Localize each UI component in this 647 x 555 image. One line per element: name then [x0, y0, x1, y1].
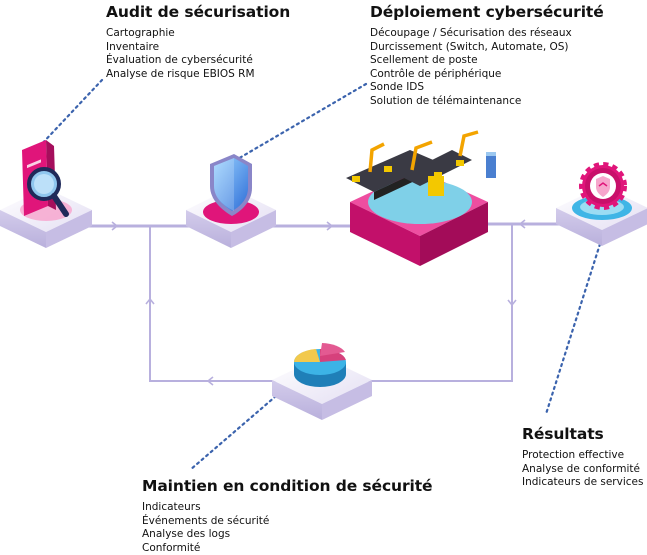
list-item: Contrôle de périphérique [370, 67, 502, 80]
arrow-right-icon [111, 221, 119, 231]
list-item: Indicateurs [142, 501, 201, 513]
list-item: Analyse de risque EBIOS RM [106, 67, 255, 80]
section-deploiement: Déploiement cybersécurité Découpage / Sé… [370, 3, 604, 109]
arrow-left-icon [206, 376, 214, 386]
platform-side [272, 380, 322, 420]
platform-side [602, 208, 647, 246]
leader-maintien [188, 394, 278, 472]
arrow-up-icon [145, 297, 155, 305]
section-list: Cartographie Inventaire Évaluation de cy… [106, 27, 290, 81]
list-item: Évaluation de cybersécurité [106, 54, 253, 67]
arrows [111, 219, 526, 386]
node-audit [0, 140, 92, 248]
node-deploiement [186, 154, 276, 248]
leader-deploiement [234, 82, 368, 162]
section-maintien: Maintien en condition de sécurité Indica… [142, 477, 433, 555]
platform-side [46, 210, 92, 248]
platform-side [231, 210, 276, 248]
leader-resultats [544, 242, 602, 416]
section-title: Déploiement cybersécurité [370, 3, 604, 21]
section-title: Maintien en condition de sécurité [142, 477, 433, 495]
list-item: Scellement de poste [370, 54, 478, 67]
connector-loop-right [362, 224, 513, 382]
magnifier-document-icon [22, 140, 69, 217]
connectors [88, 222, 566, 382]
list-item: Analyse des logs [142, 528, 231, 541]
list-item: Cartographie [106, 27, 175, 39]
arrow-down-icon [507, 299, 517, 307]
list-item: Indicateurs de services [522, 476, 644, 489]
connector-loop-left [149, 226, 280, 382]
platform-side [0, 210, 46, 248]
node-factory [346, 130, 496, 266]
section-resultats: Résultats Protection effective Analyse d… [522, 425, 643, 490]
list-item: Protection effective [522, 449, 625, 461]
list-item: Solution de télémaintenance [370, 94, 522, 107]
list-item: Découpage / Sécurisation des réseaux [370, 27, 572, 39]
platform-side [186, 210, 231, 248]
platform-side [350, 202, 420, 266]
floor [368, 180, 472, 224]
list-item: Analyse de conformité [522, 462, 640, 475]
leader-audit [36, 78, 104, 150]
pie-chart-icon [293, 343, 346, 387]
section-title: Résultats [522, 425, 604, 443]
arrow-right-icon [326, 221, 334, 231]
list-item: Durcissement (Switch, Automate, OS) [370, 40, 569, 53]
list-item: Conformité [142, 541, 201, 554]
list-item: Inventaire [106, 40, 160, 53]
shield-icon [210, 154, 252, 216]
list-item: Sonde IDS [370, 81, 425, 94]
section-list: Découpage / Sécurisation des réseaux Dur… [370, 27, 604, 109]
section-list: Indicateurs Événements de sécurité Analy… [142, 501, 432, 555]
node-maintien [272, 343, 372, 420]
leaders [36, 78, 602, 472]
security-gear-shield-icon [579, 162, 627, 210]
section-list: Protection effective Analyse de conformi… [522, 449, 643, 490]
list-item: Événements de sécurité [142, 514, 270, 527]
factory-robots-icon [346, 130, 496, 200]
node-resultats [556, 162, 647, 246]
section-title: Audit de sécurisation [106, 3, 291, 21]
platform-side [322, 380, 372, 420]
section-audit: Audit de sécurisation Cartographie Inven… [106, 3, 290, 81]
platform-side [556, 208, 602, 246]
arrow-left-icon [518, 219, 526, 229]
platform-side [420, 202, 488, 266]
